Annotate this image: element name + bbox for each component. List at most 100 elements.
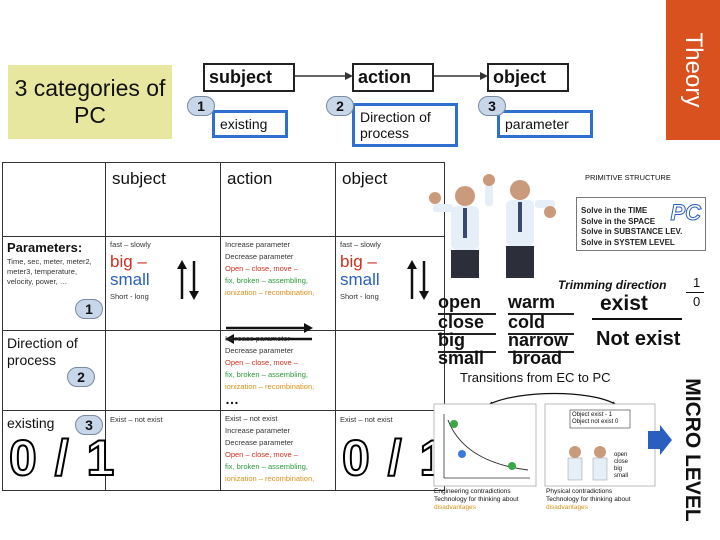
- bl-caption-1: Engineering contradictions: [434, 488, 511, 495]
- row1-act-line2: Decrease parameter: [225, 252, 294, 261]
- row3-label-cell: existing 3 0 / 1: [2, 410, 115, 491]
- mini-close: close: [614, 459, 629, 465]
- row2-act-line1: Increase parameter: [225, 334, 291, 343]
- flow-arrows: [290, 72, 488, 80]
- row1-subj-big: big –: [110, 252, 147, 271]
- row1-subj-small: small: [110, 270, 150, 289]
- row1-act-line1: Increase parameter: [225, 240, 291, 249]
- row1-subj-line4: Short - long: [110, 292, 149, 301]
- row1-act-line4: fix, broken – assembling,: [225, 276, 308, 285]
- pair-close: close: [438, 312, 496, 335]
- col-header-object: object: [335, 162, 445, 237]
- flow-badge-3: 3: [478, 96, 506, 116]
- flow-existing-label: existing: [220, 116, 268, 132]
- flow-direction-box: Direction of process: [352, 103, 458, 147]
- pair-narrow: narrow: [508, 330, 574, 353]
- corner-cell: [2, 162, 106, 237]
- frac-top: 1: [693, 275, 701, 290]
- row2-object-cell: [335, 330, 445, 411]
- transitions-label: Transitions from EC to PC: [460, 370, 611, 385]
- row3-obj: Exist – not exist: [340, 415, 393, 424]
- row1-label: Parameters:: [7, 240, 83, 255]
- row1-label-cell: Parameters: Time, sec, meter, meter2, me…: [2, 236, 106, 331]
- pair-broad: broad: [512, 348, 563, 368]
- flow-action-label: action: [358, 67, 412, 87]
- page-title: 3 categories of PC: [14, 75, 166, 128]
- updown-arrows-icon: [407, 260, 429, 300]
- big-zero-one-right: 0 / 1: [341, 429, 450, 487]
- not-exist-label: Not exist: [596, 328, 681, 350]
- bl-caption-2: Technology for thinking about: [434, 496, 519, 503]
- br-caption-2: Technology for thinking about: [546, 496, 631, 503]
- bottom-left-caption: Engineering contradictions Technology fo…: [434, 488, 519, 512]
- thumbs-people-image: [429, 174, 556, 278]
- br-caption-1: Physical contradictions: [546, 488, 613, 495]
- pair-warm: warm: [508, 292, 574, 315]
- row1-subject-cell: fast – slowly big – small Short - long: [105, 236, 221, 331]
- mini-big: big: [614, 466, 623, 472]
- flow-subject-box: subject: [203, 63, 295, 92]
- row1-action-cell: Increase parameter Decrease parameter Op…: [220, 236, 336, 331]
- flow-subject-label: subject: [209, 67, 273, 87]
- big-zero-one-left: 0 / 1: [8, 429, 117, 487]
- title-box: 3 categories of PC: [8, 65, 172, 139]
- row3-act-line4: Open – close, move –: [225, 450, 298, 459]
- solve-line-4: Solve in SYSTEM LEVEL: [581, 237, 675, 247]
- trimming-label: Trimming direction: [558, 278, 667, 292]
- callout-line-2: Object not exist 0: [572, 419, 619, 425]
- pair-big: big: [438, 330, 496, 353]
- solve-line-3: Solve in SUBSTANCE LEV.: [581, 227, 683, 236]
- pair-open: open: [438, 292, 496, 315]
- flow-badge-1: 1: [187, 96, 215, 116]
- pc-logo: PC: [670, 200, 702, 226]
- row1-badge: 1: [75, 299, 103, 319]
- row1-obj-line4: Short - long: [340, 292, 379, 301]
- flow-parameter-box: parameter: [497, 110, 593, 138]
- flow-existing-box: existing: [212, 110, 288, 138]
- row2-action-cell: Increase parameter Decrease parameter Op…: [220, 330, 336, 411]
- mini-open: open: [614, 452, 628, 458]
- row1-obj-line1: fast – slowly: [340, 240, 381, 249]
- flow-object-box: object: [487, 63, 569, 92]
- flow-parameter-label: parameter: [505, 116, 569, 132]
- row2-act-line3: Open – close, move –: [225, 358, 298, 367]
- primitive-title: PRIMITIVE STRUCTURE: [585, 173, 671, 182]
- row3-label: existing: [7, 415, 55, 431]
- row1-sub: Time, sec, meter, meter2, meter3, temper…: [7, 257, 92, 286]
- br-caption-3: disadvantages: [546, 504, 588, 511]
- row3-act-line1: Exist – not exist: [225, 414, 278, 423]
- row2-act-line5: ionization – recombination,: [225, 382, 315, 391]
- row3-subj: Exist – not exist: [110, 415, 163, 424]
- row1-obj-small: small: [340, 270, 380, 289]
- row3-action-cell: Exist – not exist Increase parameter Dec…: [220, 410, 336, 491]
- row3-act-line2: Increase parameter: [225, 426, 291, 435]
- row2-label-cell: Direction of process 2: [2, 330, 106, 411]
- frac-line: [686, 292, 704, 293]
- solve-line-2: Solve in the SPACE: [581, 216, 656, 226]
- pc-table: subject action object Parameters: Time, …: [2, 162, 448, 491]
- exist-underline: [592, 318, 682, 320]
- mini-words: open close big small: [614, 452, 628, 480]
- mini-small: small: [614, 473, 629, 479]
- row3-object-cell: Exist – not exist 0 / 1: [335, 410, 448, 491]
- transitions-diagram: [433, 392, 656, 487]
- bottom-right-caption: Physical contradictions Technology for t…: [546, 488, 631, 512]
- exist-label: exist: [600, 292, 648, 315]
- row1-object-cell: fast – slowly big – small Short - long: [335, 236, 445, 331]
- solve-line-1: Solve in the TIME: [581, 206, 648, 215]
- theory-tab: Theory: [666, 0, 720, 140]
- transition-arrow-icon: [648, 425, 672, 455]
- row2-act-line2: Decrease parameter: [225, 346, 294, 355]
- flow-direction-label: Direction of process: [360, 109, 431, 141]
- micro-level-label: MICRO LEVEL: [681, 378, 704, 522]
- row1-obj-big: big –: [340, 252, 377, 271]
- callout-text: Object exist - 1 Object not exist 0: [572, 412, 618, 426]
- row2-act-line4: fix, broken – assembling,: [225, 370, 308, 379]
- bl-caption-3: disadvantages: [434, 504, 476, 511]
- frac-bottom: 0: [693, 294, 701, 309]
- row1-act-line3: Open – close, move –: [225, 264, 298, 273]
- row3-act-line5: fix, broken – assembling,: [225, 462, 308, 471]
- solve-box: Solve in the TIME Solve in the SPACE Sol…: [576, 197, 706, 251]
- row2-badge: 2: [67, 367, 95, 387]
- flow-object-label: object: [493, 67, 547, 87]
